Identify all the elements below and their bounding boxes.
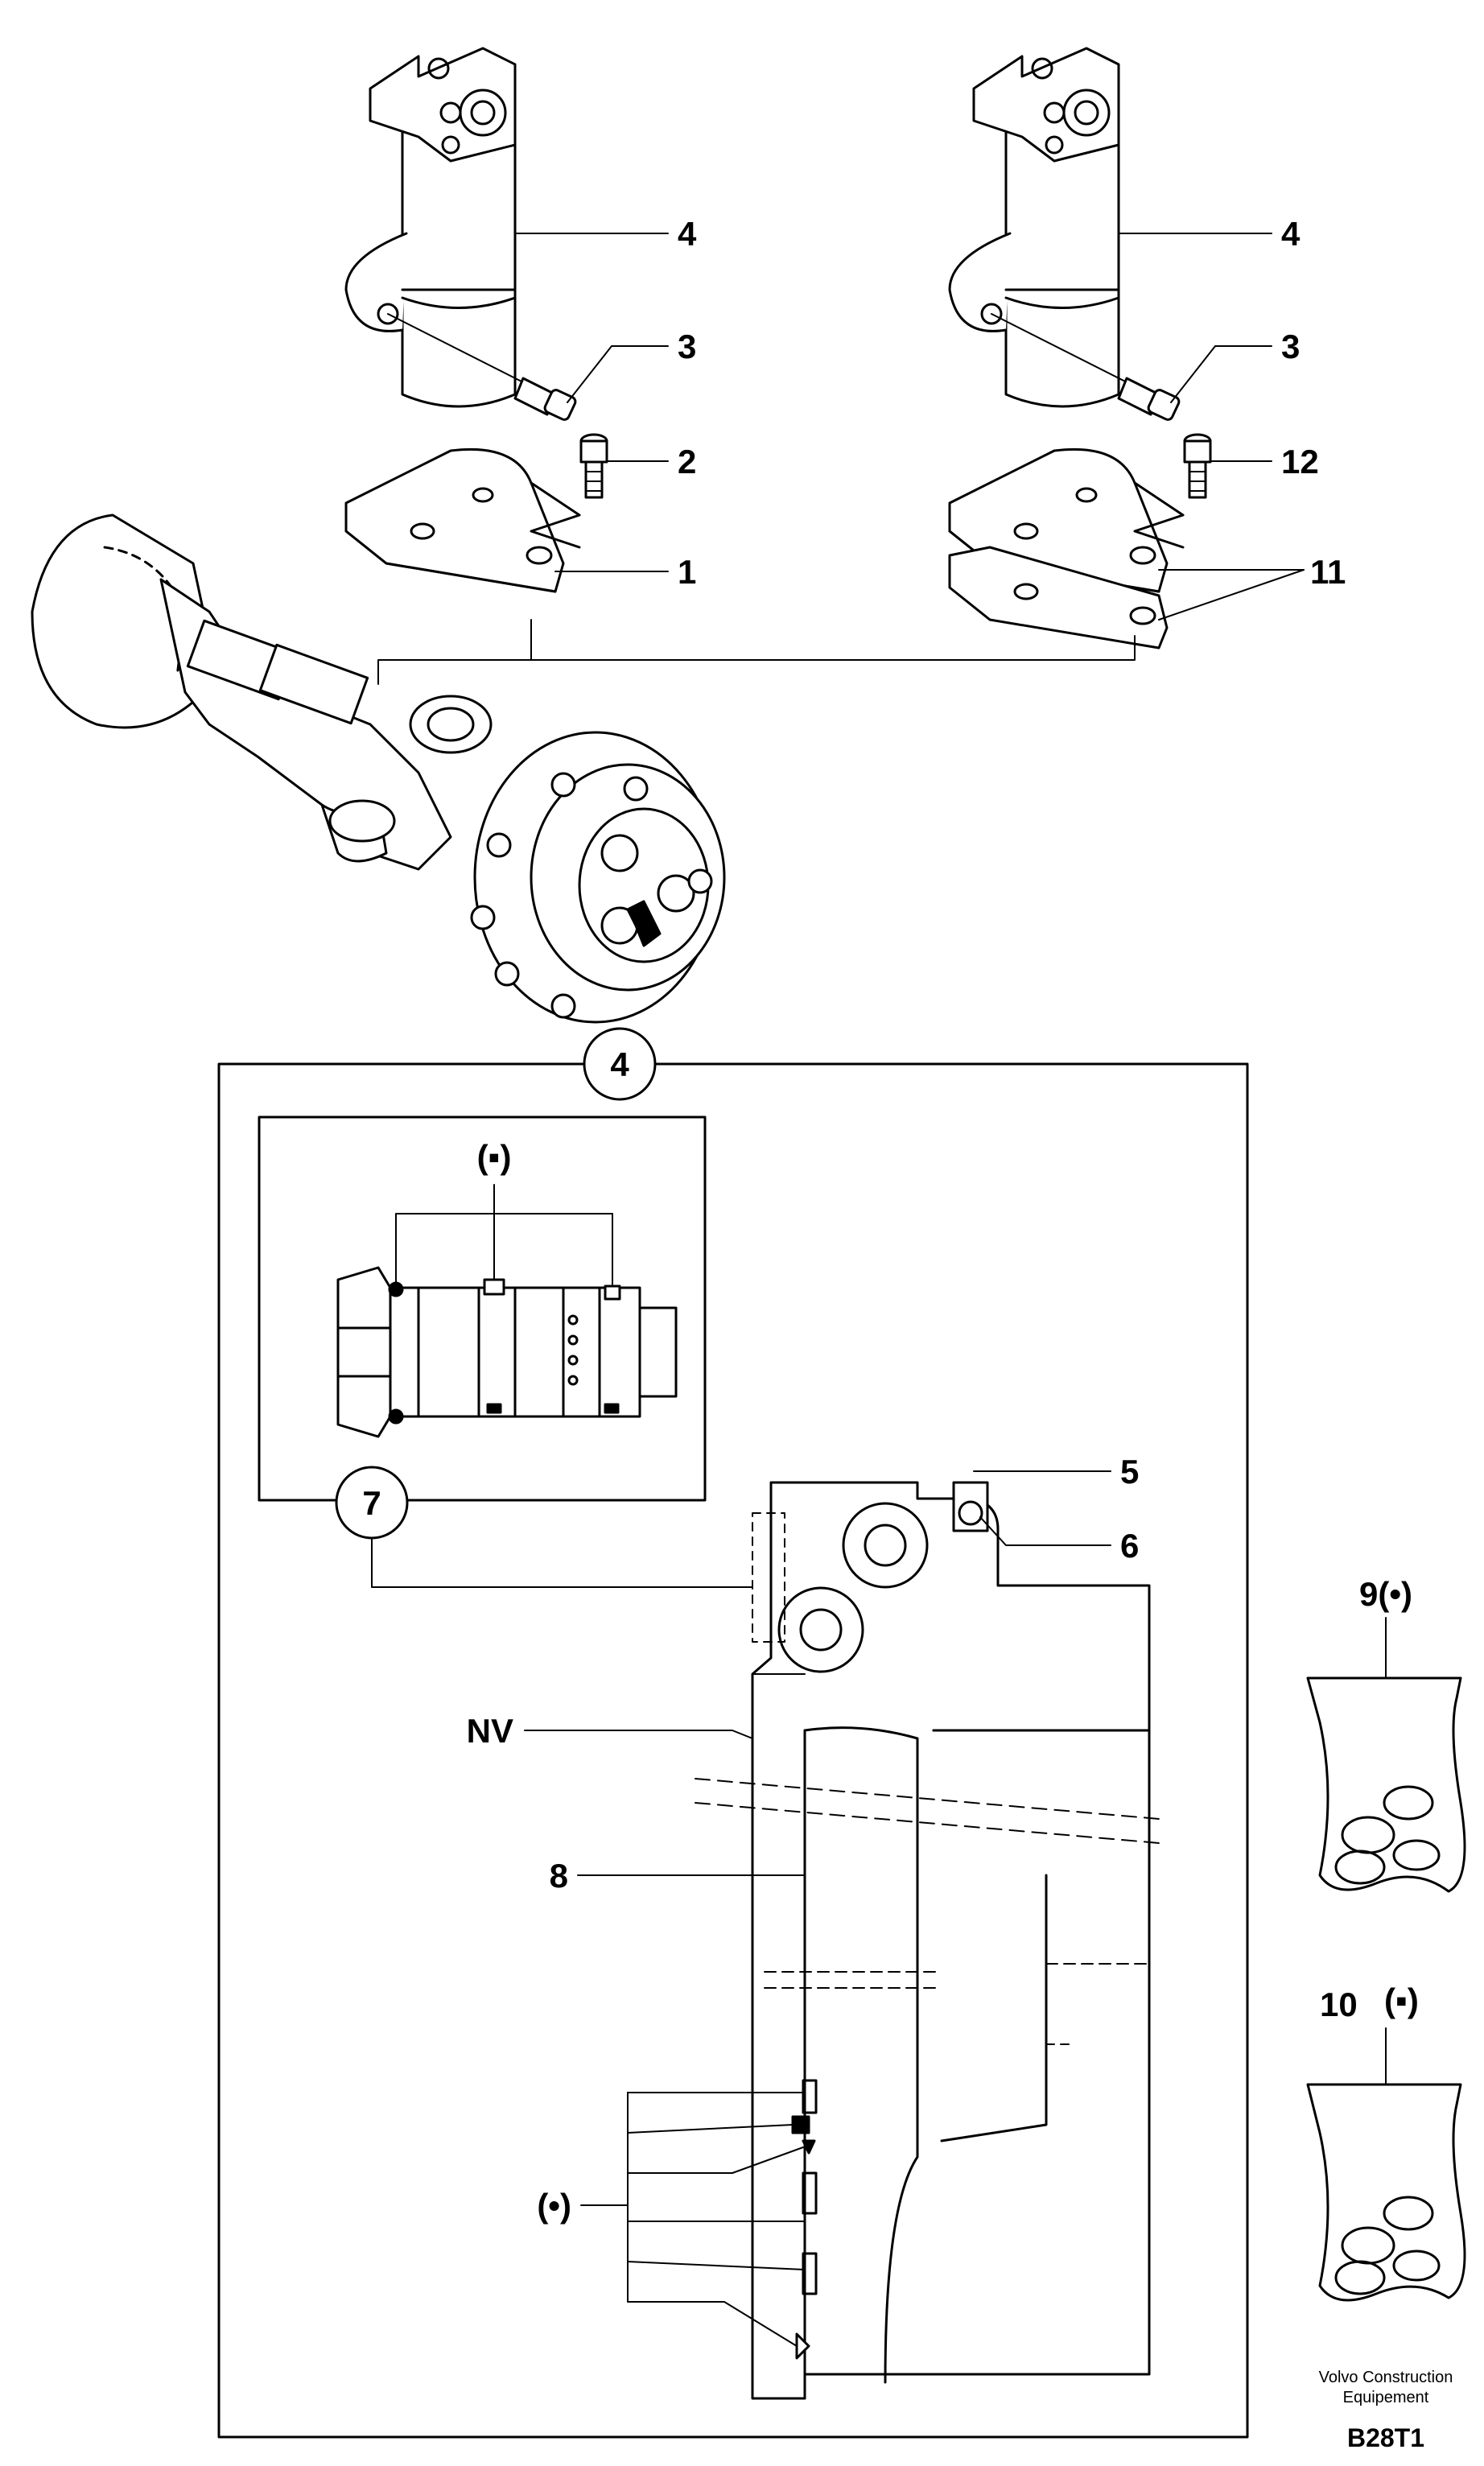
seal-marker-label: (▪) — [477, 1138, 512, 1176]
cylinder-left — [344, 47, 517, 408]
callout-6: 6 — [1120, 1527, 1139, 1565]
leader-lines — [371, 233, 1305, 2347]
plates-11 — [948, 447, 1185, 649]
company-line-1: Volvo Construction — [1319, 2369, 1453, 2386]
kit-10-marker: (▪) — [1384, 1981, 1419, 2019]
screw-2-left — [579, 433, 608, 499]
connector-to-axle — [377, 619, 532, 685]
screw-3-right — [991, 313, 1181, 421]
detail-circle-4 — [583, 1027, 657, 1101]
callout-12: 12 — [1281, 443, 1319, 480]
callout-2: 2 — [678, 443, 696, 480]
callout-3-right: 3 — [1281, 328, 1300, 365]
callout-1: 1 — [678, 553, 696, 591]
callout-4-right: 4 — [1281, 215, 1301, 253]
callout-8: 8 — [550, 1857, 568, 1895]
callout-5: 5 — [1120, 1453, 1139, 1491]
callout-4-left: 4 — [678, 215, 697, 253]
callout-3-left: 3 — [678, 328, 696, 365]
valve-spool-detail — [336, 1184, 678, 1438]
kit-9-label: 9(•) — [1359, 1575, 1412, 1613]
plate-1 — [344, 447, 581, 593]
group-marker-label: (•) — [537, 2187, 571, 2225]
valve-body — [695, 1481, 1160, 2400]
screw-12-right — [1183, 433, 1212, 499]
screw-3-left — [387, 313, 577, 421]
seal-kit-bag-9 — [1306, 1617, 1466, 1893]
kit-10-number: 10 — [1320, 1986, 1358, 2023]
detail-frame — [217, 1062, 1249, 2439]
cylinder-right — [948, 47, 1120, 408]
callout-11: 11 — [1310, 553, 1346, 591]
detail-circle-7-label: 7 — [362, 1484, 381, 1522]
axle-assembly — [31, 513, 726, 1024]
company-line-2: Equipement — [1343, 2389, 1429, 2406]
connector-right — [530, 635, 1136, 661]
detail-circle-7 — [335, 1466, 409, 1540]
figure-code: B28T1 — [1347, 2423, 1424, 2452]
detail-circle-4-label: 4 — [610, 1045, 629, 1083]
nv-label: NV — [467, 1712, 513, 1750]
seal-kit-bag-10 — [1306, 2027, 1466, 2302]
